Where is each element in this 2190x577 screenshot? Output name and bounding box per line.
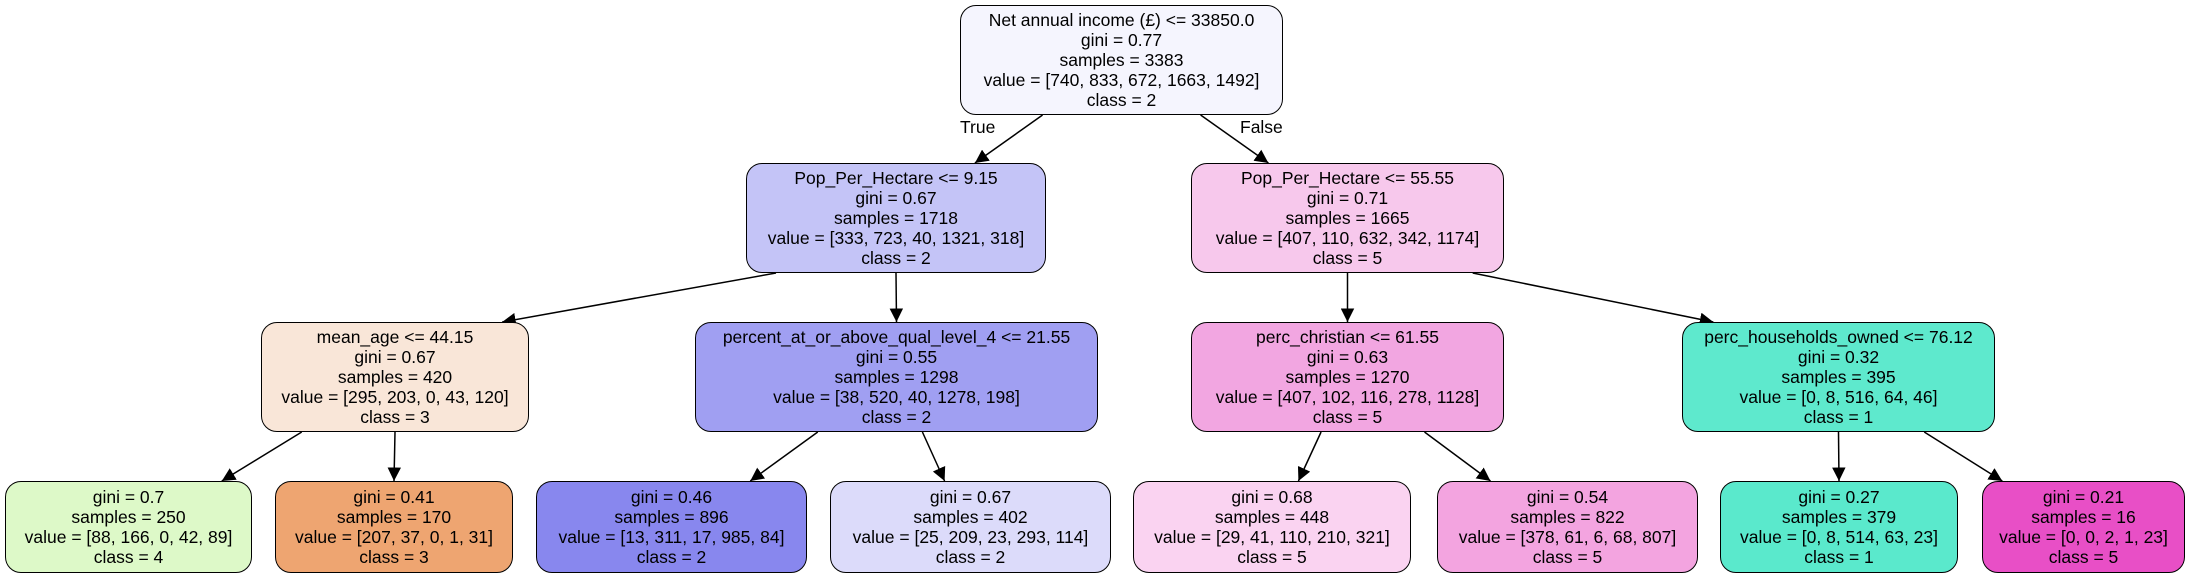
node-text-line: gini = 0.55 [855, 347, 938, 367]
node-text-line: gini = 0.46 [630, 487, 713, 507]
edge-n6-n14 [1923, 431, 2003, 482]
node-text-line: samples = 420 [337, 367, 453, 387]
node-text-line: gini = 0.67 [855, 188, 937, 208]
edge-n0-n2 [1200, 114, 1269, 164]
node-text-line: class = 5 [1532, 547, 1603, 567]
node-text-line: samples = 250 [71, 507, 186, 527]
node-text-line: value = [38, 520, 40, 1278, 198] [773, 387, 1020, 407]
node-text-line: value = [740, 833, 672, 1663, 1492] [983, 70, 1260, 90]
node-text-line: Net annual income (£) <= 33850.0 [988, 10, 1255, 30]
node-text-line: samples = 3383 [1059, 50, 1184, 70]
node-text-line: Pop_Per_Hectare <= 55.55 [1240, 168, 1455, 188]
edge-n6-n13 [1832, 431, 1846, 482]
node-text-line: samples = 1298 [834, 367, 959, 387]
edge-n1-n4 [889, 272, 904, 323]
edge-n3-n7 [221, 431, 303, 482]
node-text-line: class = 5 [1237, 547, 1307, 567]
node-text-line: percent_at_or_above_qual_level_4 <= 21.5… [722, 327, 1071, 347]
edge-n0-n1 [974, 114, 1044, 164]
edge-n4-n10 [921, 431, 946, 482]
node-text-line: class = 1 [1803, 407, 1874, 427]
node-text-line: mean_age <= 44.15 [316, 327, 474, 347]
tree-node-n4: percent_at_or_above_qual_level_4 <= 21.5… [695, 322, 1098, 432]
node-text-line: perc_christian <= 61.55 [1256, 327, 1439, 347]
node-text-line: value = [88, 166, 0, 42, 89] [24, 527, 233, 547]
node-text-line: gini = 0.67 [929, 487, 1012, 507]
node-text-line: value = [333, 723, 40, 1321, 318] [767, 228, 1025, 248]
node-text-line: value = [407, 102, 116, 278, 1128] [1215, 387, 1480, 407]
edge-n1-n3 [502, 272, 777, 327]
node-text-line: gini = 0.63 [1306, 347, 1389, 367]
node-text-line: class = 2 [861, 248, 931, 268]
edge-n2-n6 [1472, 272, 1714, 326]
false-edge-label: False [1240, 117, 1283, 137]
node-text-line: gini = 0.68 [1231, 487, 1313, 507]
node-text-line: samples = 448 [1214, 507, 1330, 527]
node-text-line: value = [378, 61, 6, 68, 807] [1458, 527, 1677, 547]
node-text-line: samples = 1270 [1285, 367, 1410, 387]
node-text-line: value = [0, 0, 2, 1, 23] [1999, 527, 2168, 547]
node-text-line: value = [25, 209, 23, 293, 114] [852, 527, 1089, 547]
node-text-line: value = [0, 8, 516, 64, 46] [1739, 387, 1938, 407]
node-text-line: value = [0, 8, 514, 63, 23] [1740, 527, 1938, 547]
node-text-line: samples = 395 [1781, 367, 1896, 387]
node-text-line: samples = 1665 [1285, 208, 1410, 228]
node-text-line: Pop_Per_Hectare <= 9.15 [794, 168, 998, 188]
node-text-line: gini = 0.21 [2042, 487, 2125, 507]
node-text-line: gini = 0.77 [1080, 30, 1163, 50]
node-text-line: class = 2 [861, 407, 932, 427]
node-text-line: samples = 1718 [833, 208, 959, 228]
node-text-line: samples = 402 [913, 507, 1028, 527]
node-text-line: gini = 0.71 [1306, 188, 1389, 208]
node-text-line: gini = 0.41 [353, 487, 435, 507]
node-text-line: samples = 822 [1510, 507, 1625, 527]
node-text-line: value = [13, 311, 17, 985, 84] [558, 527, 785, 547]
node-text-line: gini = 0.32 [1797, 347, 1880, 367]
node-text-line: class = 4 [93, 547, 164, 567]
node-text-line: gini = 0.7 [92, 487, 165, 507]
node-text-line: gini = 0.67 [354, 347, 436, 367]
node-text-line: class = 5 [1312, 407, 1383, 427]
node-text-line: samples = 379 [1781, 507, 1897, 527]
node-text-line: gini = 0.27 [1798, 487, 1880, 507]
node-text-line: class = 3 [360, 407, 430, 427]
edge-n5-n12 [1424, 431, 1491, 482]
node-text-line: class = 5 [1312, 248, 1383, 268]
node-text-line: class = 3 [359, 547, 429, 567]
node-text-line: samples = 16 [2031, 507, 2136, 527]
node-text-line: class = 2 [636, 547, 707, 567]
true-edge-label: True [960, 117, 996, 137]
node-text-line: value = [207, 37, 0, 1, 31] [295, 527, 493, 547]
node-text-line: samples = 896 [614, 507, 729, 527]
edge-n5-n11 [1297, 431, 1322, 482]
node-text-line: class = 2 [1086, 90, 1157, 110]
edge-n3-n8 [387, 431, 402, 482]
node-text-line: samples = 170 [336, 507, 452, 527]
node-text-line: class = 1 [1804, 547, 1874, 567]
edge-n4-n9 [749, 431, 819, 482]
node-text-line: value = [29, 41, 110, 210, 321] [1154, 527, 1390, 547]
node-text-line: class = 2 [935, 547, 1006, 567]
node-text-line: perc_households_owned <= 76.12 [1704, 327, 1973, 347]
node-text-line: gini = 0.54 [1526, 487, 1609, 507]
node-text-line: value = [407, 110, 632, 342, 1174] [1215, 228, 1480, 248]
node-text-line: class = 5 [2048, 547, 2119, 567]
node-text-line: value = [295, 203, 0, 43, 120] [281, 387, 509, 407]
